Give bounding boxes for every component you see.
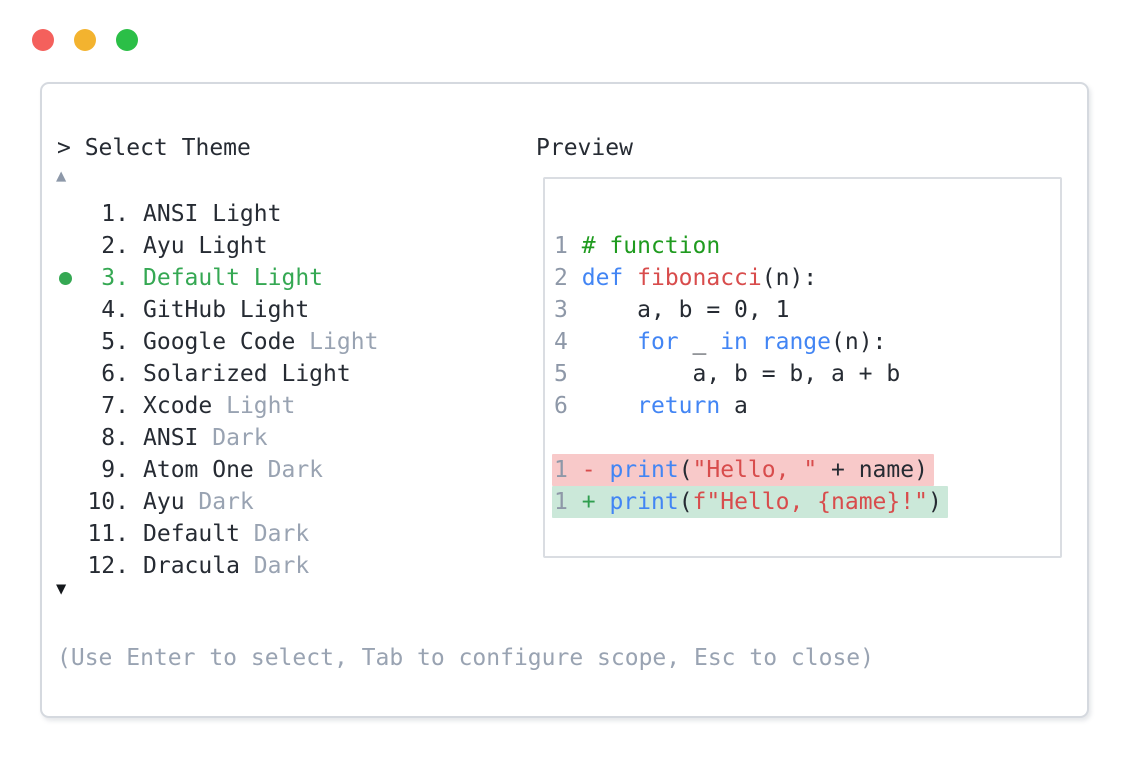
code-line: 1 # function	[554, 233, 721, 259]
theme-name: Google Code Light	[143, 329, 379, 355]
theme-list-item[interactable]: 8. ANSI Dark	[57, 422, 378, 454]
scroll-up-icon[interactable]: ▲	[56, 166, 67, 186]
theme-name: Ayu Dark	[143, 489, 254, 515]
window-controls	[32, 29, 138, 51]
code-line: 5 a, b = b, a + b	[554, 361, 901, 387]
theme-name: GitHub Light	[143, 297, 310, 323]
line-number: 4	[554, 329, 568, 355]
line-number: 1	[554, 489, 568, 515]
line-number: 1	[554, 457, 568, 483]
zoom-button[interactable]	[116, 29, 138, 51]
code-line: 3 a, b = 0, 1	[554, 297, 790, 323]
theme-name: Dracula Dark	[143, 553, 310, 579]
line-number: 5	[554, 361, 568, 387]
line-number: 6	[554, 393, 568, 419]
theme-list-item[interactable]: 3. Default Light	[57, 262, 378, 294]
theme-list-item[interactable]: 2. Ayu Light	[57, 230, 378, 262]
theme-number: 6.	[101, 361, 129, 387]
diff-line: 1 + print(f"Hello, {name}!")	[552, 486, 948, 518]
theme-list-item[interactable]: 4. GitHub Light	[57, 294, 378, 326]
theme-list-item[interactable]: 11. Default Dark	[57, 518, 378, 550]
scroll-down-icon[interactable]: ▼	[56, 579, 67, 599]
theme-list-item[interactable]: 9. Atom One Dark	[57, 454, 378, 486]
diff-line: 1 - print("Hello, " + name)	[552, 454, 948, 486]
theme-list-item[interactable]: 12. Dracula Dark	[57, 550, 378, 582]
diff-removed-marker: -	[581, 457, 596, 483]
theme-name: Ayu Light	[143, 233, 268, 259]
theme-list-item[interactable]: 6. Solarized Light	[57, 358, 378, 390]
selected-indicator-slot	[57, 271, 86, 285]
code-line	[552, 422, 948, 454]
theme-list-item[interactable]: 5. Google Code Light	[57, 326, 378, 358]
theme-number: 1.	[101, 201, 129, 227]
theme-number: 7.	[101, 393, 129, 419]
theme-list-item[interactable]: 7. Xcode Light	[57, 390, 378, 422]
theme-number: 8.	[101, 425, 129, 451]
prompt-text: > Select Theme	[57, 135, 251, 161]
theme-number: 4.	[101, 297, 129, 323]
minimize-button[interactable]	[74, 29, 96, 51]
theme-name: Xcode Light	[143, 393, 296, 419]
theme-name: ANSI Light	[143, 201, 282, 227]
theme-name: Solarized Light	[143, 361, 351, 387]
theme-name: Atom One Dark	[143, 457, 324, 483]
close-button[interactable]	[32, 29, 54, 51]
line-number: 1	[554, 233, 568, 259]
code-line: 6 return a	[554, 393, 748, 419]
preview-label: Preview	[536, 135, 633, 161]
line-number: 2	[554, 265, 568, 291]
theme-number: 3.	[101, 265, 129, 291]
selected-dot-icon	[59, 271, 72, 285]
theme-name: ANSI Dark	[143, 425, 268, 451]
diff-added-marker: +	[581, 489, 596, 515]
help-text: (Use Enter to select, Tab to configure s…	[57, 645, 874, 671]
theme-number: 5.	[101, 329, 129, 355]
theme-number: 9.	[101, 457, 129, 483]
theme-name: Default Light	[143, 265, 324, 291]
preview-box: 1 # function 2 def fibonacci(n): 3 a, b = …	[543, 177, 1062, 558]
theme-list: 1. ANSI Light 2. Ayu Light 3. Default Light 4.…	[57, 198, 378, 582]
theme-number: 12.	[87, 553, 129, 579]
theme-number: 10.	[87, 489, 129, 515]
theme-number: 2.	[101, 233, 129, 259]
line-number: 3	[554, 297, 568, 323]
theme-number: 11.	[87, 521, 129, 547]
code-preview: 1 # function 2 def fibonacci(n): 3 a, b = …	[552, 230, 948, 518]
theme-list-item[interactable]: 10. Ayu Dark	[57, 486, 378, 518]
theme-name: Default Dark	[143, 521, 310, 547]
theme-list-item[interactable]: 1. ANSI Light	[57, 198, 378, 230]
code-line: 4 for _ in range(n):	[554, 329, 887, 355]
code-line: 2 def fibonacci(n):	[554, 265, 818, 291]
